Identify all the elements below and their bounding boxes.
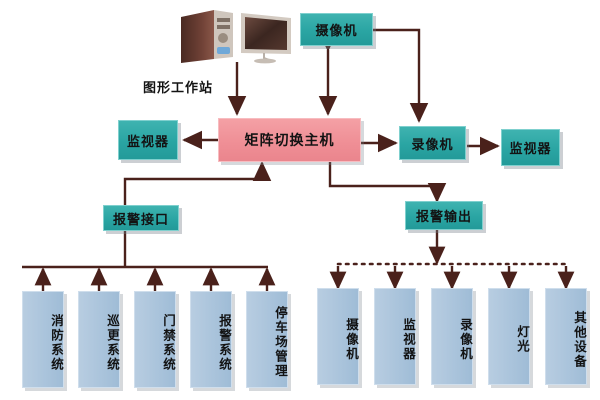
node-monitor-left[interactable]: 监视器 [118,120,178,160]
wire-camera-to-recorder [373,28,429,123]
node-monitor-right[interactable]: 监视器 [501,129,560,166]
node-source-alarm-system[interactable]: 报警系统 [190,291,232,388]
node-source-patrol-system[interactable]: 巡更系统 [78,291,120,388]
node-target-recorder[interactable]: 录像机 [431,288,473,385]
node-source-fire-system[interactable]: 消防系统 [22,291,64,388]
workstation-label: 图形工作站 [143,81,214,96]
node-source-access-control-system[interactable]: 门禁系统 [134,291,176,388]
node-target-other-devices[interactable]: 其他设备 [545,288,587,385]
node-recorder[interactable]: 录像机 [399,126,466,160]
node-matrix-host[interactable]: 矩阵切换主机 [218,118,361,162]
node-camera-top[interactable]: 摄像机 [300,13,373,46]
node-source-parking-management[interactable]: 停车场管理 [246,291,288,388]
node-target-lighting[interactable]: 灯光 [488,288,530,385]
wire-alarm-input-to-matrix [123,161,272,205]
wire-matrix-to-alarm-output [328,161,447,203]
desktop-computer-icon [178,6,296,64]
node-alarm-input[interactable]: 报警接口 [103,205,179,231]
node-target-camera[interactable]: 摄像机 [317,288,359,385]
node-alarm-output[interactable]: 报警输出 [405,201,483,230]
node-target-monitor[interactable]: 监视器 [374,288,416,385]
